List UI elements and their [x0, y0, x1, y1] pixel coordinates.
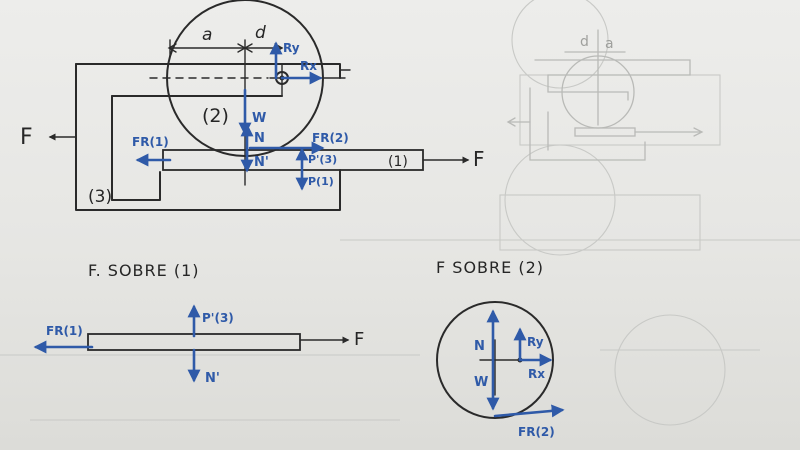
- ghost-dim-d: d: [580, 34, 589, 50]
- bleed-through-background: [0, 0, 800, 426]
- normal-prime-label: N': [254, 155, 269, 170]
- ry-label: Ry: [283, 41, 300, 55]
- friction-2-label: FR(2): [312, 131, 349, 145]
- p-1-label: P(1): [308, 175, 334, 188]
- frame-3-top: [75, 63, 341, 79]
- fbd-2-friction-label: FR(2): [518, 425, 555, 439]
- force-right-label: F: [473, 147, 485, 171]
- ghost-assembly-sketch: d a: [506, 29, 704, 161]
- fbd-2-disc: [436, 301, 554, 419]
- fbd-2-rx-label: Rx: [528, 367, 545, 381]
- weight-label: W: [252, 111, 266, 126]
- fbd-disc-2: F SOBRE (2) N W Ry Rx FR(2): [436, 258, 565, 439]
- dim-d-label: d: [255, 23, 266, 43]
- fbd-1-friction-label: FR(1): [46, 324, 83, 338]
- frame-3-bottom-step: [111, 171, 161, 201]
- ghost-dim-a: a: [605, 36, 614, 52]
- fbd-1-p-prime-label: P'(3): [202, 311, 234, 325]
- fbd-2-ry-label: Ry: [527, 335, 544, 349]
- fbd-1-title: F. SOBRE (1): [88, 261, 200, 280]
- fbd-2-normal-label: N: [474, 339, 485, 354]
- assembly-diagram: a d F (1) F (3) (2) Ry Rx W N N' FR(2) F…: [20, 0, 485, 211]
- fbd-2-weight-label: W: [474, 375, 488, 390]
- fbd-2-friction-arrow: [493, 404, 565, 418]
- body-3-label: (3): [88, 187, 112, 207]
- fbd-2-title: F SOBRE (2): [436, 258, 544, 277]
- bar-1: [162, 149, 424, 171]
- p-prime-label: P'(3): [308, 153, 337, 166]
- rx-label: Rx: [300, 59, 317, 73]
- friction-1-label: FR(1): [132, 135, 169, 149]
- frame-3-outer: [75, 63, 341, 211]
- fbd-bar-1: F. SOBRE (1) F FR(1) P'(3) N': [33, 261, 364, 386]
- dim-a-label: a: [202, 25, 212, 45]
- normal-label: N: [254, 131, 265, 146]
- force-left-label: F: [20, 125, 33, 150]
- body-1-label: (1): [388, 154, 408, 170]
- fbd-1-force-label: F: [354, 329, 364, 350]
- fbd-1-n-prime-label: N': [205, 371, 220, 386]
- body-2-label: (2): [202, 105, 229, 127]
